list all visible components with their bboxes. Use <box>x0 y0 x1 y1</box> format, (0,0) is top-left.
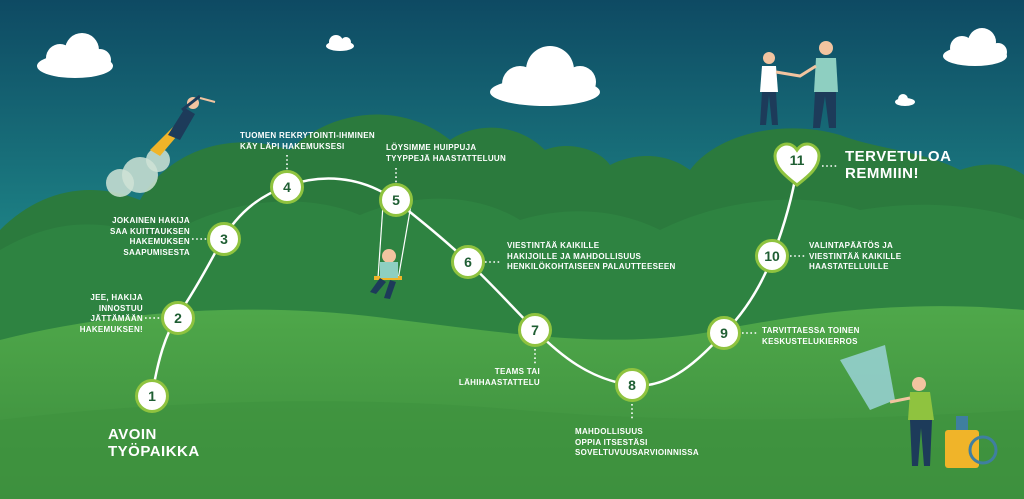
cloud-icon <box>943 28 1007 66</box>
step-label-3: JOKAINEN HAKIJA SAA KUITTAUKSEN HAKEMUKS… <box>109 216 190 257</box>
step-node-11-heart: 11 <box>772 142 822 188</box>
cloud-icon <box>895 94 915 106</box>
step-node-8: 8 <box>615 368 649 402</box>
step-label-10: VALINTAPÄÄTÖS JA VIESTINTÄÄ KAIKILLE HAA… <box>809 241 902 271</box>
step-number: 9 <box>720 325 728 341</box>
step-number: 1 <box>148 388 156 404</box>
step-node-2: 2 <box>161 301 195 335</box>
step-number: 8 <box>628 377 636 393</box>
step-number: 6 <box>464 254 472 270</box>
step-number: 4 <box>283 179 291 195</box>
step-node-4: 4 <box>270 170 304 204</box>
step-label-4: TUOMEN REKRYTOINTI-IHMINEN KÄY LÄPI HAKE… <box>240 131 375 151</box>
step-node-6: 6 <box>451 245 485 279</box>
gardener-illustration <box>840 345 998 468</box>
step-node-9: 9 <box>707 316 741 350</box>
step-number: 3 <box>220 231 228 247</box>
flying-person-illustration <box>106 94 216 197</box>
step-number: 10 <box>764 248 780 264</box>
cloud-icon <box>326 35 354 51</box>
end-title: TERVETULOA REMMIIN! <box>845 148 952 182</box>
step-node-5: 5 <box>379 183 413 217</box>
cloud-icon <box>37 33 113 78</box>
swing-person-illustration <box>370 204 412 299</box>
heart-icon <box>773 142 821 187</box>
step-label-9: TARVITTAESSA TOINEN KESKUSTELUKIERROS <box>762 326 860 346</box>
handshake-people-illustration <box>760 41 838 128</box>
step-node-7: 7 <box>518 313 552 347</box>
step-number: 11 <box>789 152 805 168</box>
step-label-6: VIESTINTÄÄ KAIKILLE HAKIJOILLE JA MAHDOL… <box>507 241 676 271</box>
step-node-3: 3 <box>207 222 241 256</box>
step-label-2: JEE, HAKIJA INNOSTUU JÄTTÄMÄÄN HAKEMUKSE… <box>79 293 143 334</box>
step-label-5: LÖYSIMME HUIPPUJA TYYPPEJÄ HAASTATTELUUN <box>386 143 507 163</box>
step-node-1: 1 <box>135 379 169 413</box>
step-label-7: TEAMS TAI LÄHIHAASTATTELU <box>458 367 540 387</box>
step-number: 7 <box>531 322 539 338</box>
step-node-10: 10 <box>755 239 789 273</box>
step-number: 2 <box>174 310 182 326</box>
step-number: 5 <box>392 192 400 208</box>
cloud-icon <box>490 46 600 106</box>
step-label-8: MAHDOLLISUUS OPPIA ITSESTÄSI SOVELTUVUUS… <box>575 427 699 457</box>
start-title: AVOIN TYÖPAIKKA <box>108 426 200 460</box>
